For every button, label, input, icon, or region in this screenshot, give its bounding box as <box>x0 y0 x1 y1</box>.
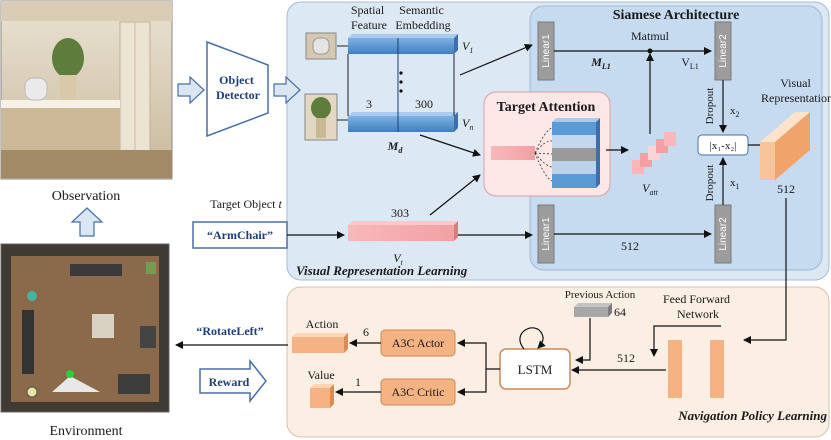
lstm-to-critic-arrow <box>457 369 487 396</box>
vrl-title: Visual Representation Learning <box>296 263 468 278</box>
armchair-box <box>192 221 288 249</box>
value-label: Value <box>307 368 334 382</box>
ffn-layer-2 <box>710 340 724 398</box>
v1-label: V1 <box>462 39 473 55</box>
vl1-label: VL1 <box>681 55 699 71</box>
env-to-obs-arrow <box>70 207 104 237</box>
prev-action-to-lstm-arrow <box>575 318 591 364</box>
npl-title: Navigation Policy Learning <box>677 408 827 423</box>
visrep-to-ffn-arrow <box>743 198 787 344</box>
siamese-title: Siamese Architecture <box>613 8 740 23</box>
linear1-bottom-label: Linear1 <box>541 217 552 251</box>
object-detector-label: Object Detector <box>216 73 261 102</box>
dim-1-label: 1 <box>355 375 361 389</box>
linear2-top-label: Linear2 <box>718 34 729 68</box>
x2-label: x2 <box>730 105 740 119</box>
ellipsis-dot-3 <box>399 89 403 93</box>
value-output-block <box>310 384 334 408</box>
target-attention-title: Target Attention <box>497 100 596 115</box>
dropout-bottom-label: Dropout <box>704 165 716 202</box>
vt-to-attention-arrow <box>429 174 481 216</box>
lstm-to-actor-arrow <box>457 339 500 370</box>
dim-512-visrep-label: 512 <box>777 182 795 196</box>
ml1-label: ML1 <box>590 55 611 71</box>
visual-rep-block <box>760 112 810 180</box>
detected-object-thumb-1 <box>305 32 337 60</box>
linear2-bottom-label: Linear2 <box>718 217 729 251</box>
md-to-attention-arrow <box>419 134 481 157</box>
dropout-top-label: Dropout <box>704 88 716 125</box>
dim-512-ffn-label: 512 <box>617 351 635 365</box>
visual-rep-label: Visual Representation <box>761 76 831 105</box>
md-row-n-bar <box>348 112 458 132</box>
linear1-top-label: Linear1 <box>541 34 552 68</box>
observation-image <box>0 0 173 180</box>
dim-6-label: 6 <box>363 325 369 339</box>
a3c-actor-label: A3C Actor <box>392 336 444 350</box>
feed-forward-label: Feed Forward Network <box>663 292 733 321</box>
matmul-node <box>647 48 653 54</box>
ffn-loop-arrow <box>650 325 721 357</box>
vt-bar <box>348 221 458 241</box>
ffn-layer-1 <box>668 340 682 398</box>
md-label: Md <box>387 139 404 155</box>
obs-to-detector-arrow <box>177 75 205 105</box>
abs-diff-label: |x₁-x₂| <box>710 140 737 152</box>
attention-dashed-links <box>534 127 553 182</box>
ellipsis-dot-1 <box>399 71 403 75</box>
vatt-vector <box>632 132 676 174</box>
x1-label: x1 <box>730 177 740 191</box>
previous-action-bar <box>574 303 612 317</box>
lstm-recurrent-arrow <box>519 327 546 350</box>
armchair-label: “ArmChair” <box>207 228 273 242</box>
detected-object-thumb-2 <box>304 93 338 141</box>
action-label: Action <box>306 317 339 331</box>
detector-to-feature-arrow <box>273 75 301 105</box>
a3c-critic-label: A3C Critic <box>392 385 445 399</box>
dim-512-siamese-label: 512 <box>621 239 639 253</box>
matmul-label: Matmul <box>631 29 670 43</box>
dim-3-label: 3 <box>366 97 372 111</box>
environment-label: Environment <box>49 424 122 439</box>
ellipsis-dot-2 <box>399 80 403 84</box>
vn-label: Vn <box>462 116 473 132</box>
dim-303-label: 303 <box>391 206 409 220</box>
lstm-label: LSTM <box>518 362 553 377</box>
observation-label: Observation <box>52 189 120 204</box>
attention-key-stack <box>552 118 600 188</box>
target-object-label: Target Object t <box>210 197 282 211</box>
reward-arrow <box>199 358 267 404</box>
dim-64-label: 64 <box>614 305 626 319</box>
vatt-label: Vatt <box>642 181 659 197</box>
rotate-left-label: “RotateLeft” <box>196 324 263 338</box>
vt-label: Vt <box>393 251 403 267</box>
object-detector <box>206 40 269 138</box>
dim-300-label: 300 <box>415 97 433 111</box>
environment-image <box>0 243 170 413</box>
previous-action-label: Previous Action <box>565 289 636 301</box>
md-row-1-bar <box>348 34 458 54</box>
attention-query-bar <box>491 146 535 160</box>
semantic-embedding-label: Semantic Embedding <box>395 3 450 32</box>
spatial-feature-label: Spatial Feature <box>351 3 387 32</box>
action-output-block <box>292 333 348 353</box>
md-to-linear1-arrow <box>459 44 533 76</box>
reward-label: Reward <box>209 375 250 389</box>
